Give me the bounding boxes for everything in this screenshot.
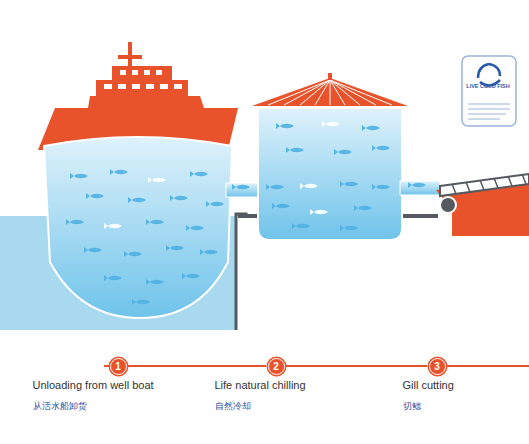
logo-swirl: [478, 64, 500, 86]
tank-roof: [252, 78, 408, 106]
logo-badge: [462, 56, 516, 126]
well-boat: [38, 42, 238, 150]
logo-text: LIVE COLD FISH: [466, 83, 510, 89]
step-subtitle: 切鳃: [403, 400, 421, 413]
step-number: 2: [269, 359, 284, 374]
step-title: Life natural chilling: [215, 379, 306, 391]
step-circle: 3Gill cutting切鳃: [429, 358, 446, 375]
transfer-pipe: [226, 183, 262, 197]
step-title: Unloading from well boat: [33, 379, 154, 391]
step-subtitle: 从活水船卸货: [33, 400, 87, 413]
step-number: 1: [111, 359, 126, 374]
step-subtitle: 自然冷却: [215, 400, 251, 413]
transfer-pipe: [400, 181, 440, 195]
chilling-tank: [258, 108, 402, 240]
step-title: Gill cutting: [403, 379, 454, 391]
step-number: 3: [430, 359, 445, 374]
well-tank: [44, 137, 232, 318]
timeline-connector: [286, 365, 427, 367]
timeline-connector: [128, 365, 266, 367]
step-circle: 1Unloading from well boat从活水船卸货: [110, 358, 127, 375]
step-circle: 2Life natural chilling自然冷却: [268, 358, 285, 375]
quay-wall: [236, 214, 246, 330]
